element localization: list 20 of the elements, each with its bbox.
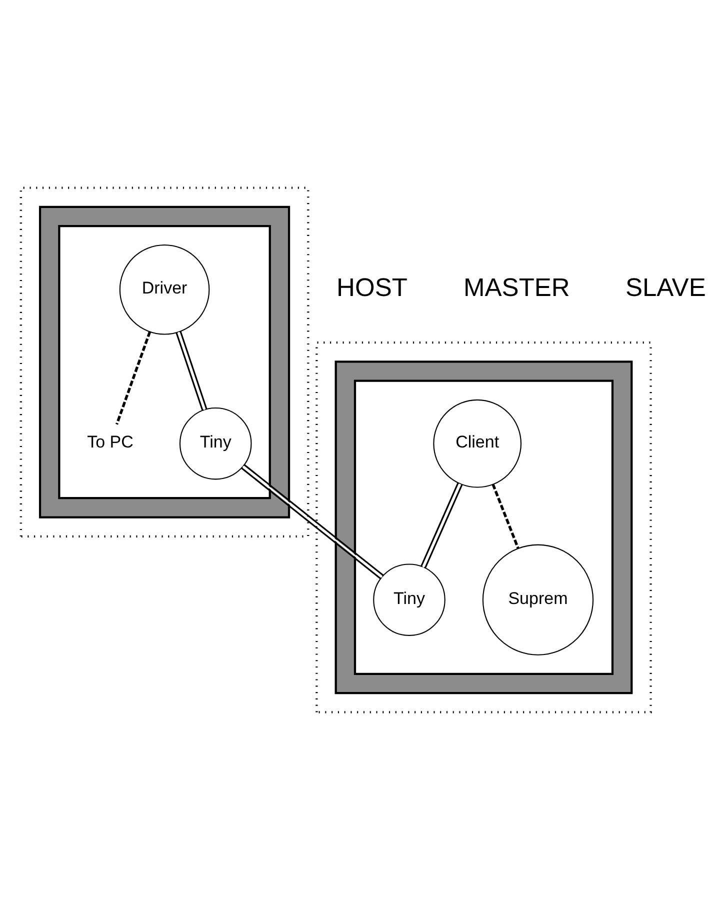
node-circle: Suprem [482, 544, 594, 655]
label: SLAVE [625, 274, 706, 302]
node-circle: Driver [119, 244, 210, 334]
connector [241, 464, 384, 579]
cluster [334, 360, 633, 694]
label: MASTER [464, 274, 570, 302]
cluster [20, 186, 310, 537]
node-circle: Tiny [373, 563, 446, 636]
cluster [38, 205, 290, 518]
cluster [58, 224, 271, 499]
node-circle: Tiny [179, 406, 252, 480]
connector [176, 330, 208, 410]
connector [116, 330, 152, 424]
node-circle: Client [433, 398, 522, 488]
label: HOST [336, 274, 408, 302]
connector [420, 482, 463, 568]
cluster [354, 379, 614, 674]
node-text: To PC [87, 432, 134, 452]
connector [492, 483, 520, 548]
cluster [316, 340, 652, 713]
